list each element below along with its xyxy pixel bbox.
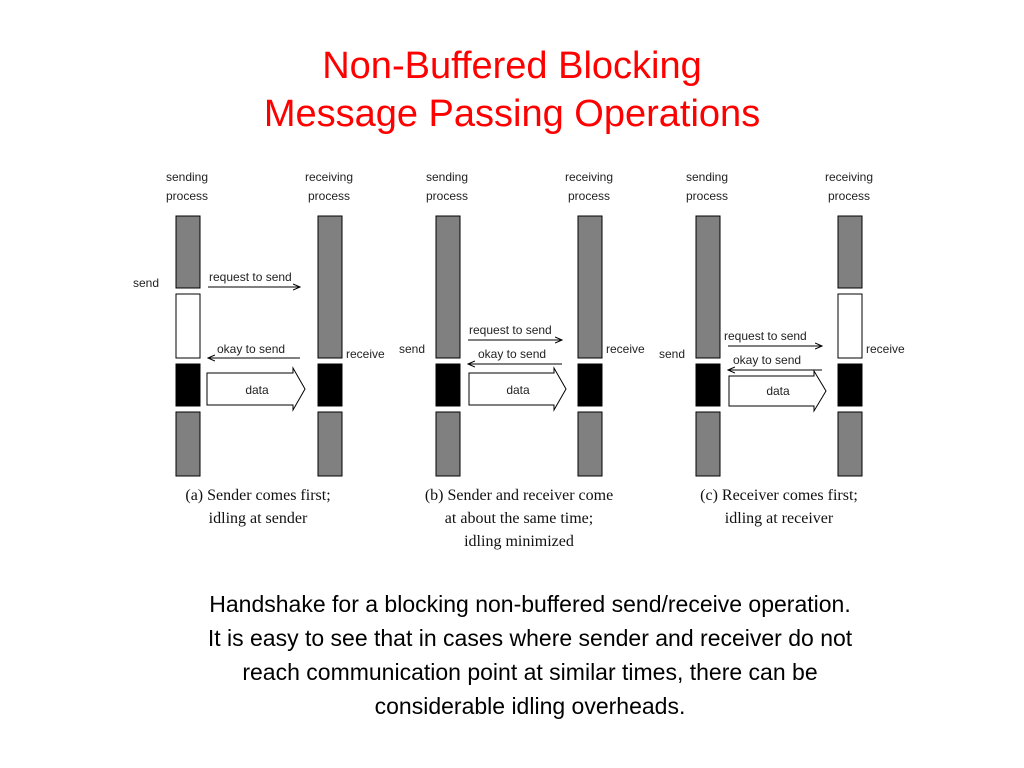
panel-c-sender-active-1 xyxy=(695,215,721,359)
panel-c-okay-label: okay to send xyxy=(733,353,801,367)
panel-c-sender-active-2 xyxy=(695,411,721,477)
title-line-2: Message Passing Operations xyxy=(263,93,761,135)
panel-a: sending process receiving process send r… xyxy=(133,170,385,527)
panel-c-caption-2: idling at receiver xyxy=(725,510,834,527)
panel-a-sender-idle xyxy=(175,293,201,359)
panel-b-receiving-label-1: receiving xyxy=(565,170,613,184)
panel-b-receiver-active-2 xyxy=(577,411,603,477)
panel-b-data-arrow xyxy=(468,366,567,412)
panel-a-sender-active-2 xyxy=(175,411,201,477)
panel-b: sending process receiving process send r… xyxy=(399,170,645,550)
panel-a-receiver-active-1 xyxy=(317,215,343,359)
panel-a-data-arrow xyxy=(206,366,306,412)
panel-c-receiver-data xyxy=(837,363,863,407)
panel-c-receiver-active-1 xyxy=(837,215,863,289)
panel-a-caption-2: idling at sender xyxy=(209,510,308,527)
description-text: Handshake for a blocking non-buffered se… xyxy=(100,587,960,723)
panel-c-receiving-label-2: process xyxy=(828,189,870,203)
panel-b-sender-active-1 xyxy=(435,215,461,359)
panel-b-receiver-data xyxy=(577,363,603,407)
panel-b-sender-data xyxy=(435,363,461,407)
panel-a-receive-label: receive xyxy=(346,347,385,361)
panel-b-request-label: request to send xyxy=(469,323,552,337)
panel-c-sender-data xyxy=(695,363,721,407)
panel-c-sending-label-2: process xyxy=(686,189,728,203)
panel-a-sender-active-1 xyxy=(175,215,201,289)
panel-b-send-label: send xyxy=(399,342,425,356)
panel-b-sending-label-1: sending xyxy=(426,170,468,184)
panel-a-data-label: data xyxy=(245,383,269,397)
panel-b-caption-3: idling minimized xyxy=(464,533,574,550)
panel-b-receiver-active-1 xyxy=(577,215,603,359)
panel-b-data-label: data xyxy=(506,383,530,397)
panel-a-receiver-data xyxy=(317,363,343,407)
panel-b-sending-label-2: process xyxy=(426,189,468,203)
panel-b-okay-label: okay to send xyxy=(478,347,546,361)
panel-a-receiving-label-1: receiving xyxy=(305,170,353,184)
panel-b-sender-active-2 xyxy=(435,411,461,477)
panel-a-sender-data xyxy=(175,363,201,407)
panel-c-receiving-label-1: receiving xyxy=(825,170,873,184)
panel-c-send-label: send xyxy=(659,347,685,361)
panel-c-sending-label-1: sending xyxy=(686,170,728,184)
panel-a-sending-label-2: process xyxy=(166,189,208,203)
panel-c-receiver-active-2 xyxy=(837,411,863,477)
panel-c-data-arrow xyxy=(728,369,827,413)
panel-b-caption-1: (b) Sender and receiver come xyxy=(425,487,613,504)
description-line-3: reach communication point at similar tim… xyxy=(242,659,818,685)
panel-a-okay-label: okay to send xyxy=(217,342,285,356)
panel-c-receiver-idle xyxy=(837,293,863,359)
description-line-2: It is easy to see that in cases where se… xyxy=(207,625,853,651)
panel-c-request-label: request to send xyxy=(724,329,807,343)
panel-c-caption-1: (c) Receiver comes first; xyxy=(700,487,858,504)
panel-c: sending process receiving process send r… xyxy=(659,170,905,527)
panel-a-request-label: request to send xyxy=(209,270,292,284)
title-line-1: Non-Buffered Blocking xyxy=(322,45,702,87)
panel-b-caption-2: at about the same time; xyxy=(445,510,593,527)
slide-title: Non-Buffered Blocking Message Passing Op… xyxy=(0,42,1024,138)
panel-a-receiving-label-2: process xyxy=(308,189,350,203)
panel-b-receiving-label-2: process xyxy=(568,189,610,203)
panel-c-data-label: data xyxy=(766,384,790,398)
panel-b-receive-label: receive xyxy=(606,342,645,356)
panel-c-receive-label: receive xyxy=(866,342,905,356)
panel-a-send-label: send xyxy=(133,276,159,290)
panel-a-caption-1: (a) Sender comes first; xyxy=(185,487,330,504)
panel-a-sending-label-1: sending xyxy=(166,170,208,184)
description-line-4: considerable idling overheads. xyxy=(374,693,686,719)
panel-a-receiver-active-2 xyxy=(317,411,343,477)
description-line-1: Handshake for a blocking non-buffered se… xyxy=(209,591,851,617)
